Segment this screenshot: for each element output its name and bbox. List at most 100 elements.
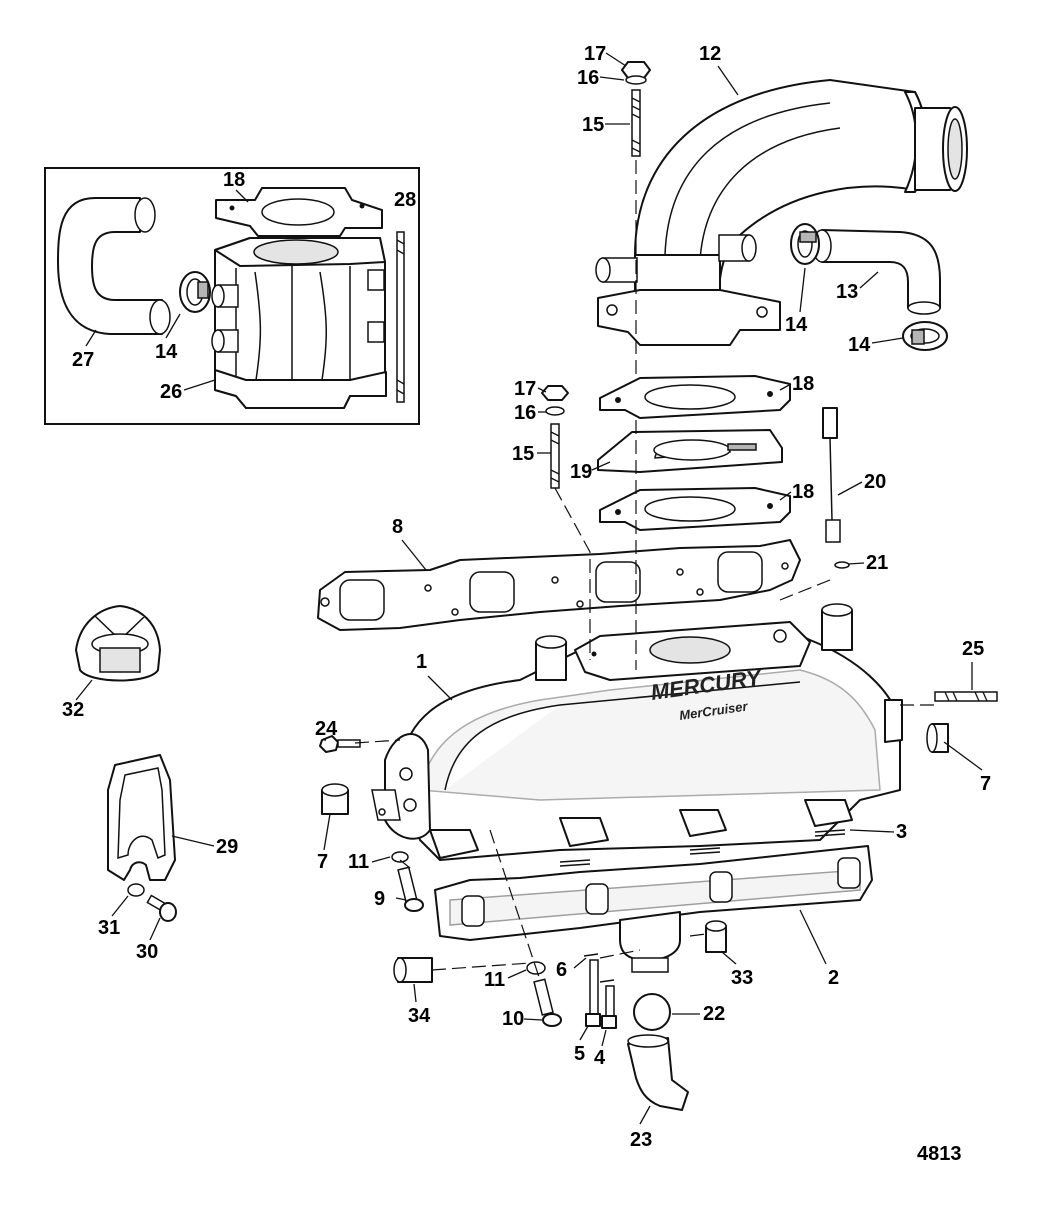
clamp-part-14-inset <box>179 271 211 313</box>
leader-line-7 <box>323 813 331 851</box>
callout-7: 7 <box>980 773 991 795</box>
washer-part-31 <box>127 883 145 897</box>
fitting-part-7-right <box>926 723 949 753</box>
stud-part-25 <box>934 691 998 702</box>
leader-line-1 <box>427 675 453 701</box>
callout-16: 16 <box>514 402 536 424</box>
leader-line-16 <box>599 76 625 81</box>
leader-line-26 <box>183 379 216 391</box>
riser-block-part-26 <box>211 237 387 409</box>
leader-line-33 <box>721 951 737 965</box>
fasteners-mid <box>541 385 569 489</box>
leader-line-14 <box>871 337 904 344</box>
callout-17: 17 <box>584 43 606 65</box>
leader-line-30 <box>149 917 161 941</box>
clamp-part-14-upper <box>790 223 820 265</box>
callout-18: 18 <box>223 169 245 191</box>
callout-29: 29 <box>216 836 238 858</box>
leader-line-18 <box>779 383 792 391</box>
elbow-part-12 <box>595 79 968 346</box>
callout-12: 12 <box>699 43 721 65</box>
callout-6: 6 <box>556 959 567 981</box>
callout-30: 30 <box>136 941 158 963</box>
elbow-fitting-part-23 <box>627 1034 689 1111</box>
leader-line-32 <box>75 679 93 701</box>
callout-34: 34 <box>408 1005 431 1027</box>
bolt-part-30 <box>146 894 177 922</box>
callout-14: 14 <box>155 341 178 363</box>
fasteners-top <box>621 61 651 157</box>
leader-line-3 <box>849 829 895 833</box>
leader-line-9 <box>395 897 407 901</box>
callout-5: 5 <box>574 1043 585 1065</box>
leader-line-6 <box>573 957 587 969</box>
callout-2: 2 <box>828 967 839 989</box>
leader-line-29 <box>171 835 215 847</box>
callout-4: 4 <box>594 1047 606 1069</box>
port-seals-part-3 <box>559 829 846 867</box>
cap-part-32 <box>75 605 161 682</box>
leader-line-11 <box>371 856 391 863</box>
callout-19: 19 <box>570 461 592 483</box>
callout-21: 21 <box>866 552 888 574</box>
manifold-part-1 <box>371 603 903 861</box>
leader-line-7 <box>943 741 983 771</box>
leader-line-14 <box>799 267 806 313</box>
callout-13: 13 <box>836 281 858 303</box>
gasket-part-8 <box>317 539 801 631</box>
callout-18: 18 <box>792 373 814 395</box>
leader-line-27 <box>85 329 97 347</box>
leader-line-13 <box>859 271 879 289</box>
leader-line-5 <box>579 1025 589 1041</box>
plate-part-29 <box>107 754 176 881</box>
sensor-part-20 <box>822 407 850 569</box>
fitting-part-7-left <box>321 783 349 815</box>
washer-part-11-upper <box>391 851 409 863</box>
leader-line-11 <box>507 969 527 979</box>
leader-line-19 <box>591 461 611 471</box>
callout-15: 15 <box>512 443 534 465</box>
callout-11: 11 <box>484 969 505 991</box>
bolt-part-5 <box>585 959 601 1027</box>
callout-23: 23 <box>630 1129 652 1151</box>
callout-31: 31 <box>98 917 120 939</box>
clamp-part-14-lower <box>902 321 948 351</box>
callout-32: 32 <box>62 699 84 721</box>
callout-27: 27 <box>72 349 94 371</box>
callout-33: 33 <box>731 967 753 989</box>
callout-22: 22 <box>703 1003 725 1025</box>
leader-line-20 <box>837 481 863 496</box>
assembly-lines <box>354 160 935 981</box>
callout-20: 20 <box>864 471 886 493</box>
leader-line-23 <box>639 1105 651 1125</box>
bolt-part-4 <box>601 985 617 1029</box>
leader-line-17 <box>605 52 627 67</box>
leader-line-14 <box>165 313 181 339</box>
callout-9: 9 <box>374 888 385 910</box>
leader-line-21 <box>847 562 865 565</box>
fitting-part-34 <box>393 957 433 983</box>
leader-line-17 <box>537 387 547 393</box>
leader-line-4 <box>601 1029 607 1047</box>
callout-24: 24 <box>315 718 338 740</box>
leader-line-18 <box>779 491 792 501</box>
leader-line-12 <box>717 65 739 96</box>
callout-15: 15 <box>582 114 604 136</box>
callout-14: 14 <box>848 334 871 356</box>
leader-line-8 <box>401 539 427 571</box>
callout-16: 16 <box>577 67 599 89</box>
fitting-part-33 <box>705 920 727 953</box>
callout-28: 28 <box>394 189 416 211</box>
stud-part-28 <box>396 231 405 403</box>
leader-line-10 <box>523 1018 543 1021</box>
callout-26: 26 <box>160 381 182 403</box>
callout-25: 25 <box>962 638 984 660</box>
callout-1: 1 <box>416 651 427 673</box>
inset-box <box>44 167 420 425</box>
bolt-part-9 <box>397 866 424 912</box>
figure-number: 4813 <box>917 1143 962 1165</box>
leader-line-34 <box>413 983 417 1003</box>
